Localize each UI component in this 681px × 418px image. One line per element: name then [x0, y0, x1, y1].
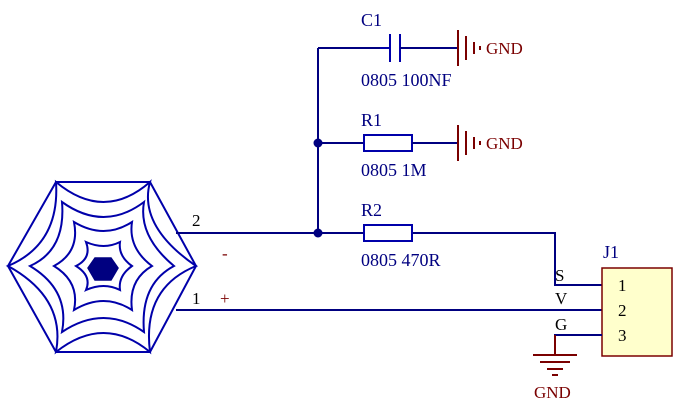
j1-pin-1: 1	[618, 276, 627, 295]
j1-net-s: S	[555, 266, 564, 285]
j1-reference: J1	[603, 242, 619, 262]
j1-net-v: V	[555, 289, 568, 308]
touch-pad-center	[87, 257, 119, 281]
junction-r1	[313, 138, 323, 148]
wire-r2-to-j1-pin1	[412, 232, 602, 286]
sensor-pin-1-number: 1	[192, 289, 201, 308]
r1-gnd-label: GND	[486, 134, 523, 153]
touch-pad-icon	[5, 179, 199, 355]
c1-gnd-label: GND	[486, 39, 523, 58]
sensor-pin-minus-sign: -	[222, 244, 228, 263]
sensor-pin-2-number: 2	[192, 211, 201, 230]
c1-reference: C1	[361, 10, 382, 30]
r1-ground-icon	[457, 125, 481, 161]
r1-value: 0805 1M	[361, 160, 427, 180]
j1-pin-2: 2	[618, 301, 627, 320]
j1-gnd-label: GND	[534, 383, 571, 402]
c1-value: 0805 100NF	[361, 70, 452, 90]
r1-reference: R1	[361, 110, 382, 130]
j1-pin-3: 3	[618, 326, 627, 345]
resistor-r2	[363, 224, 413, 242]
r2-reference: R2	[361, 200, 382, 220]
j1-net-g: G	[555, 315, 567, 334]
resistor-r1	[363, 134, 413, 152]
junction-r2	[313, 228, 323, 238]
connector-j1	[601, 267, 673, 357]
sensor-pin-plus-sign: +	[220, 289, 230, 308]
r2-value: 0805 470R	[361, 250, 441, 270]
capacitor-c1	[380, 34, 401, 62]
wire-j1-pin3-to-gnd	[554, 334, 602, 355]
j1-ground-icon	[533, 335, 577, 376]
c1-ground-icon	[457, 30, 481, 66]
